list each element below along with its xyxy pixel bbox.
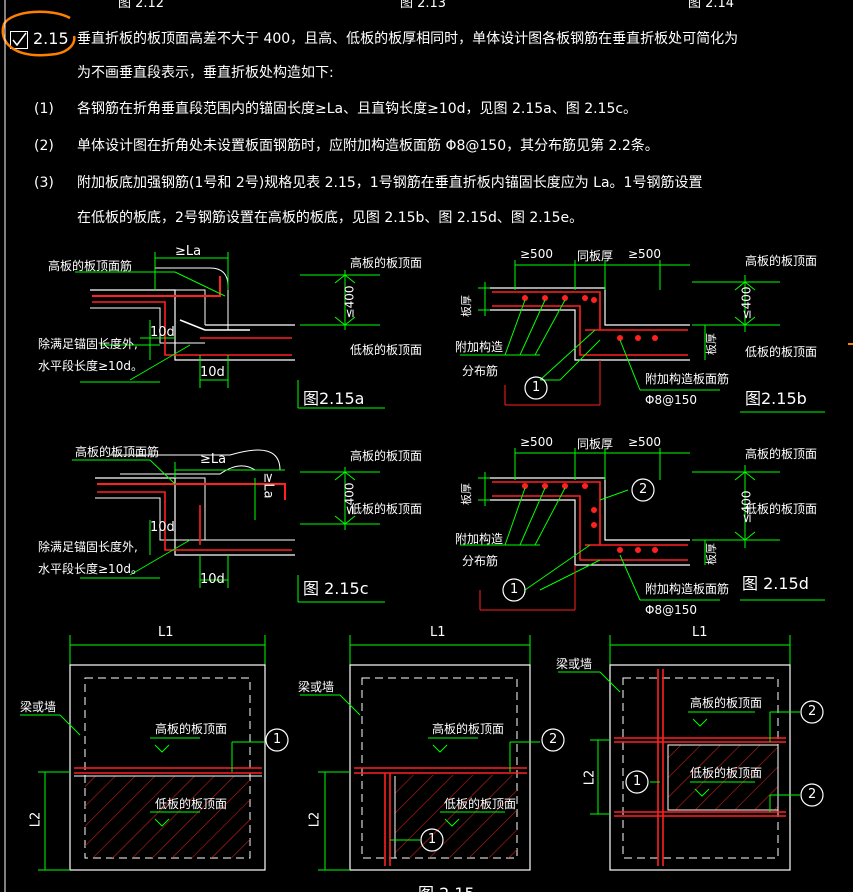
clause-number: 2.15 xyxy=(33,29,69,48)
label-high-top-bar: 高板的板顶面筋 xyxy=(75,445,160,459)
label-low-top: 低板的板顶面 xyxy=(350,343,423,357)
label-L2: L2 xyxy=(582,769,598,786)
label-high-top: 高板的板顶面 xyxy=(155,722,228,736)
label-ge500: ≥500 xyxy=(628,247,661,261)
figure-caption-c: 图 2.15c xyxy=(303,579,369,598)
label-ge500: ≥500 xyxy=(520,435,553,449)
label-diff: ≤400 xyxy=(739,286,754,320)
item-text: 单体设计图在折角处未设置板面钢筋时，应附加构造板面筋 Φ8@150，其分布筋见第… xyxy=(77,138,659,154)
label-add-struct: 附加构造 xyxy=(455,340,504,354)
label-beam-wall: 梁或墙 xyxy=(556,657,593,671)
label-add-top-bar: 附加构造板面筋 xyxy=(645,582,730,596)
item-number: (1) xyxy=(34,101,54,117)
label-diff: ≤400 xyxy=(342,285,357,319)
label-high-top: 高板的板顶面 xyxy=(350,449,423,463)
label-beam-wall: 梁或墙 xyxy=(20,700,57,714)
label-low-top: 低板的板顶面 xyxy=(444,797,517,811)
label-circle-1: 1 xyxy=(428,832,437,847)
label-circle-2: 2 xyxy=(549,732,558,747)
plan-view-1 xyxy=(20,635,266,871)
label-L1: L1 xyxy=(430,625,446,640)
label-circle-1: 1 xyxy=(510,582,519,597)
figure-2-15c xyxy=(72,449,385,603)
label-high-top: 高板的板顶面 xyxy=(745,447,818,461)
label-hook: 10d xyxy=(150,520,175,535)
label-low-top: 低板的板顶面 xyxy=(690,766,763,780)
figure-caption-d: 图 2.15d xyxy=(742,574,809,593)
label-note-a: 除满足锚固长度外, xyxy=(38,337,138,351)
label-circle-1: 1 xyxy=(633,774,642,789)
label-note-b: 水平段长度≥10d。 xyxy=(38,359,143,373)
label-high-top: 高板的板顶面 xyxy=(350,256,423,270)
label-low-top: 低板的板顶面 xyxy=(350,502,423,516)
label-add-struct: 附加构造 xyxy=(455,532,504,546)
label-note-b: 水平段长度≥10d。 xyxy=(38,562,143,576)
label-add-top-bar: 附加构造板面筋 xyxy=(645,372,730,386)
item-text: 附加板底加强钢筋(1号和 2号)规格见表 2.15，1号钢筋在垂直折板内锚固长度… xyxy=(77,175,703,191)
label-low-top: 低板的板顶面 xyxy=(155,797,228,811)
hand-drawn-circle-mark xyxy=(1,10,76,57)
label-ge500: ≥500 xyxy=(520,247,553,261)
label-dist-bar: 分布筋 xyxy=(462,364,499,378)
plan-view-3 xyxy=(558,635,800,871)
label-high-top-bar: 高板的板顶面筋 xyxy=(48,259,133,273)
label-anchor: ≥La xyxy=(175,244,202,259)
label-hook: 10d xyxy=(150,325,175,340)
item-number: (2) xyxy=(34,138,54,154)
label-circle-1: 1 xyxy=(273,732,282,747)
header-fragment: 图 2.13 xyxy=(400,0,447,11)
label-phi: Φ8@150 xyxy=(645,393,697,407)
item-text-continued: 在低板的板底，2号钢筋设置在高板的板底，见图 2.15b、图 2.15d、图 2… xyxy=(77,210,584,226)
label-low-top: 低板的板顶面 xyxy=(745,502,818,516)
figure-2-15a xyxy=(75,252,385,409)
figure-caption-e: 图 2.15 xyxy=(418,880,475,892)
label-thickness: 板厚 xyxy=(460,295,473,317)
label-high-top: 高板的板顶面 xyxy=(432,722,505,736)
label-circle-2: 2 xyxy=(639,482,648,497)
label-note-a: 除满足锚固长度外, xyxy=(38,540,138,554)
label-anchor: ≥La xyxy=(260,472,276,499)
label-thickness: 板厚 xyxy=(705,333,718,355)
clause-intro-line2: 为不画垂直段表示，垂直折板处构造如下: xyxy=(77,65,334,81)
label-ge500: ≥500 xyxy=(628,435,661,449)
header-fragment: 图 2.14 xyxy=(688,0,735,11)
label-same-thickness: 同板厚 xyxy=(577,249,614,263)
label-thickness: 板厚 xyxy=(705,543,718,565)
label-circle-2: 2 xyxy=(808,787,817,802)
item-number: (3) xyxy=(34,175,54,191)
label-circle-1: 1 xyxy=(532,380,541,395)
label-dist-bar: 分布筋 xyxy=(462,554,499,568)
figure-caption-b: 图2.15b xyxy=(745,389,807,408)
label-L2: L2 xyxy=(28,811,44,828)
label-high-top: 高板的板顶面 xyxy=(745,254,818,268)
label-hook: 10d xyxy=(200,365,225,380)
label-hook: 10d xyxy=(200,572,225,587)
label-phi: Φ8@150 xyxy=(645,603,697,617)
label-L2: L2 xyxy=(307,811,323,828)
circle-markers xyxy=(265,376,824,852)
label-thickness: 板厚 xyxy=(460,483,473,505)
item-text: 各钢筋在折角垂直段范围内的锚固长度≥La、且直钩长度≥10d，见图 2.15a、… xyxy=(77,101,638,117)
label-L1: L1 xyxy=(158,625,174,640)
checkbox-icon[interactable] xyxy=(10,31,28,49)
label-low-top: 低板的板顶面 xyxy=(745,345,818,359)
figure-caption-a: 图2.15a xyxy=(303,389,365,408)
label-beam-wall: 梁或墙 xyxy=(298,680,335,694)
header-fragment: 图 2.12 xyxy=(118,0,165,11)
label-circle-2: 2 xyxy=(808,704,817,719)
label-L1: L1 xyxy=(692,625,708,640)
figure-2-15b xyxy=(460,260,825,413)
label-anchor: ≥La xyxy=(200,452,227,467)
plan-view-2 xyxy=(300,635,540,871)
label-same-thickness: 同板厚 xyxy=(577,437,614,451)
clause-intro-line1: 垂直折板的板顶面高差不大于 400，且高、低板的板厚相同时，单体设计图各板钢筋在… xyxy=(77,31,739,47)
figure-2-15d xyxy=(460,448,825,611)
label-high-top: 高板的板顶面 xyxy=(690,696,763,710)
